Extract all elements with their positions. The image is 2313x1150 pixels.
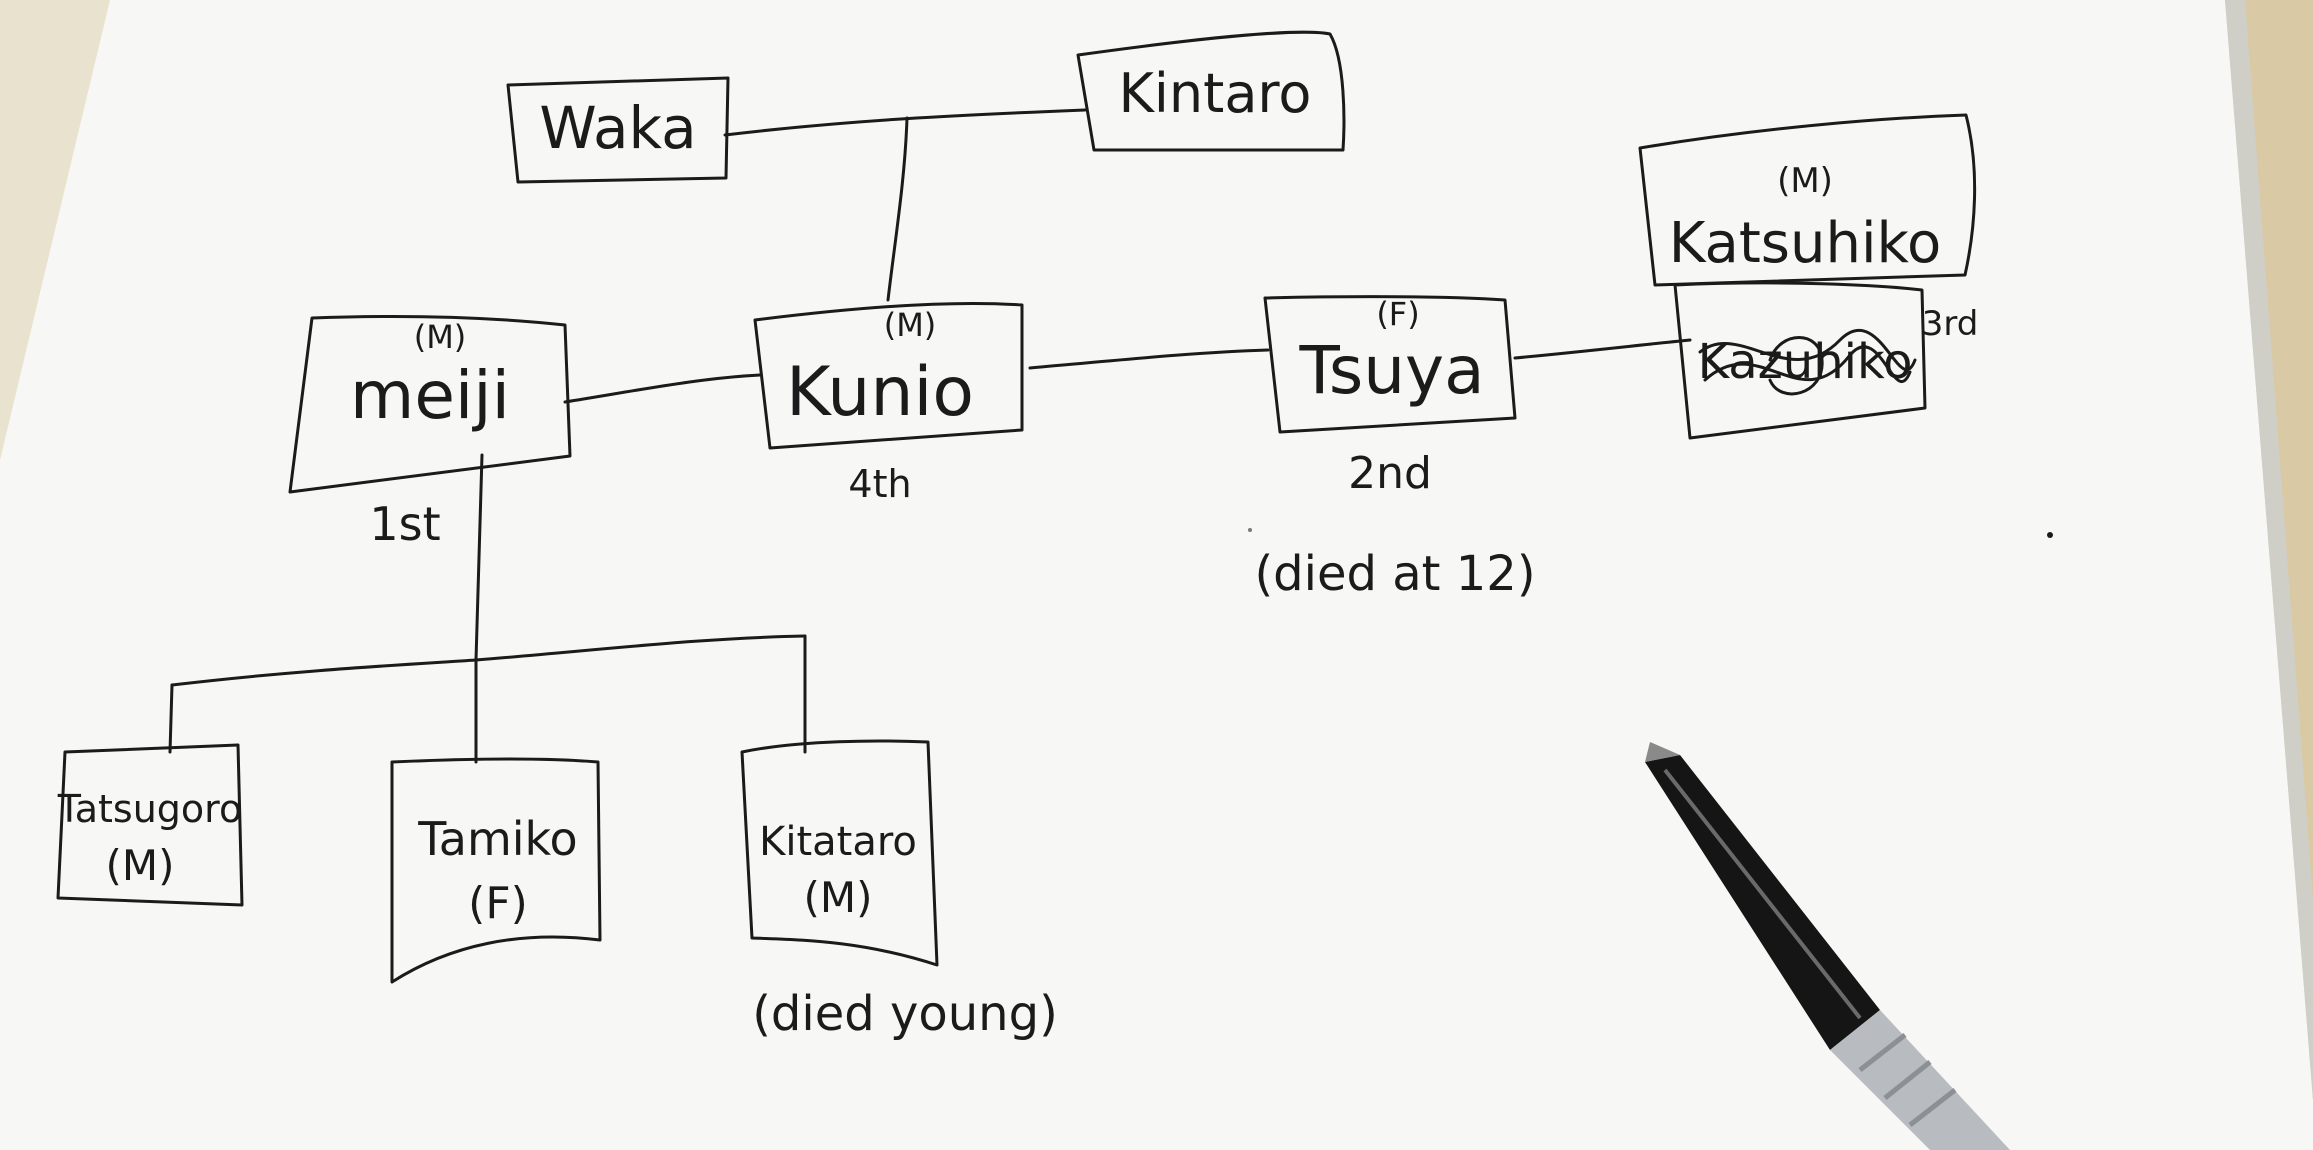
node-sex-tsuya: (F) — [1376, 295, 1419, 333]
box-meiji — [288, 314, 572, 494]
ballpoint-pen-icon — [1645, 742, 2010, 1150]
node-name-kintaro: Kintaro — [1119, 62, 1312, 125]
marriage-line-waka-kintaro — [723, 108, 1087, 137]
node-order-kunio: 4th — [848, 462, 911, 506]
box-crossed-name — [1673, 281, 1927, 440]
box-waka — [506, 76, 730, 184]
box-tsuya — [1263, 295, 1517, 434]
node-sex-meiji: (M) — [414, 318, 467, 356]
drop-line-tatsugoro — [168, 683, 174, 754]
node-order-meiji: 1st — [369, 497, 440, 551]
pen-highlight — [1663, 768, 1862, 1020]
descent-line-meiji-children — [474, 453, 484, 662]
node-name-tsuya: Tsuya — [1298, 332, 1484, 409]
box-tatsugoro — [56, 743, 244, 907]
box-tamiko — [390, 757, 602, 984]
box-kunio — [753, 302, 1024, 450]
sibling-line-kunio-tsuya — [1028, 348, 1270, 370]
pen-tip — [1645, 742, 1680, 762]
scribble-loop — [1768, 336, 1824, 396]
node-sex-kitataro: (M) — [803, 873, 872, 922]
node-order-tsuya: 2nd — [1348, 448, 1432, 499]
node-name-kunio: Kunio — [786, 353, 974, 432]
sibling-line-tsuya-crossed — [1513, 338, 1692, 360]
node-order-crossed: 3rd — [1922, 304, 1979, 344]
tree-boxes — [56, 30, 1977, 984]
pen-grip — [1830, 1010, 2010, 1150]
node-name-waka: Waka — [539, 94, 696, 162]
pen-body — [1645, 755, 1880, 1050]
node-sex-tamiko: (F) — [468, 878, 528, 929]
tree-connectors — [168, 108, 1692, 764]
node-name-tatsugoro: Tatsugoro — [57, 787, 242, 831]
scribble-crossout — [1698, 329, 1917, 396]
box-katsuhiko — [1638, 113, 1977, 287]
node-sex-tatsugoro: (M) — [105, 841, 174, 890]
node-sex-kunio: (M) — [884, 306, 937, 344]
node-name-tamiko: Tamiko — [417, 812, 577, 866]
node-name-kitataro: Kitataro — [759, 819, 917, 865]
box-kintaro — [1076, 30, 1346, 152]
paper-shadow — [2225, 0, 2313, 1100]
ink-speck — [2047, 532, 2053, 538]
box-kitataro — [740, 739, 939, 967]
node-note-kitataro: (died young) — [752, 986, 1058, 1042]
scribble-stroke-2 — [1703, 345, 1912, 383]
descent-line-to-kunio — [886, 116, 909, 302]
node-sex-katsuhiko: (M) — [1777, 161, 1833, 201]
scribble-stroke-1 — [1698, 329, 1917, 371]
node-note-tsuya: (died at 12) — [1254, 546, 1535, 602]
ink-speck — [1248, 528, 1252, 532]
node-name-meiji: meiji — [350, 357, 510, 434]
pen-grip-ribs — [1858, 1033, 1957, 1127]
sibling-line-meiji-kunio — [563, 373, 762, 404]
node-name-katsuhiko: Katsuhiko — [1669, 211, 1941, 276]
